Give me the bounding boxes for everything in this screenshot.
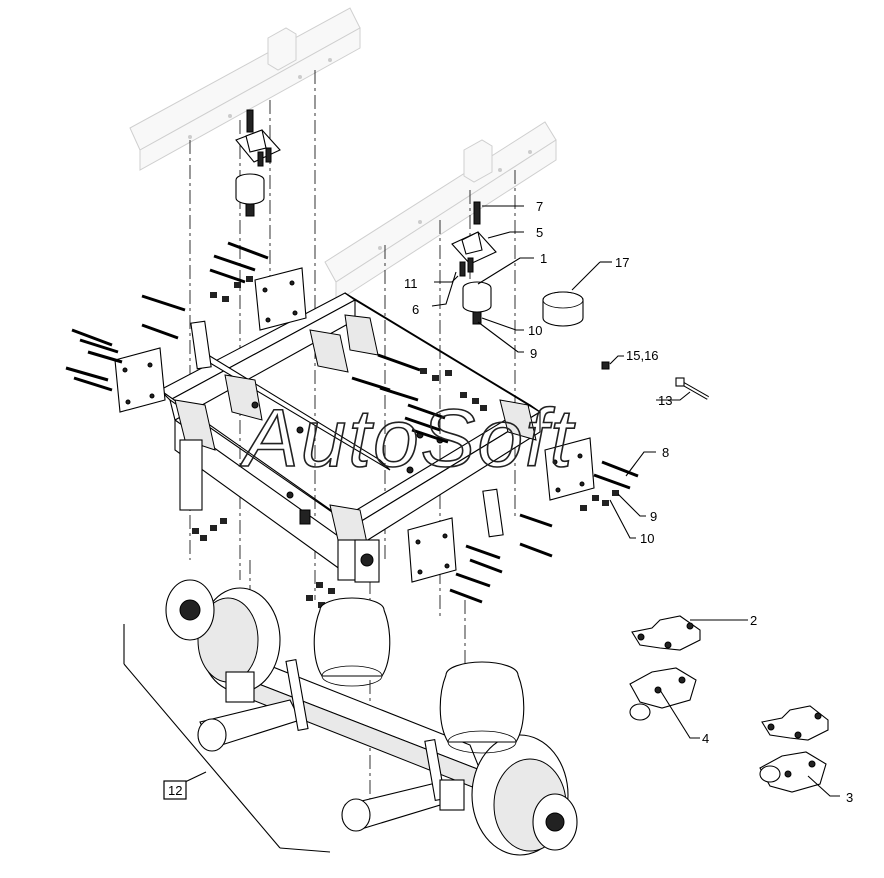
callout-17: 17 [615,255,629,270]
callout-labels: 7 5 1 17 11 6 10 9 15,16 13 8 9 10 2 4 3 [404,199,853,805]
side-plate-front [407,517,457,583]
bolt-set-left [65,241,269,392]
callout-10-upper: 10 [528,323,542,338]
reference-12-bracket [123,624,331,853]
callout-8: 8 [662,445,669,460]
callout-1: 1 [540,251,547,266]
leader-lines [431,205,840,797]
callout-3: 3 [846,790,853,805]
axle-assembly [165,579,578,856]
chassis-rail-rear [129,7,361,171]
upper-mount-rear [235,109,281,217]
rubber-block-17 [542,291,584,327]
strap-right [482,488,504,538]
nut-15-16 [601,361,610,370]
callout-5: 5 [536,225,543,240]
side-plate-rear [254,267,307,331]
bolt-13 [675,377,709,400]
bracket-4 [629,667,697,721]
chassis-rail-front [324,121,557,303]
callout-10-lower: 10 [640,531,654,546]
watermark-text: AutoSoft [239,393,576,484]
callout-9-lower: 9 [650,509,657,524]
callout-9-upper: 9 [530,346,537,361]
callout-2: 2 [750,613,757,628]
callout-11: 11 [404,276,418,291]
bolt-set-right [449,460,639,604]
side-plate-left [114,347,166,413]
callout-6: 6 [412,302,419,317]
bolt-set-middle [351,353,449,444]
nuts-left [192,276,253,541]
plate-3-top [761,705,829,741]
bracket-3 [759,751,827,793]
nuts-middle [420,368,487,411]
side-plate-right [544,437,595,501]
boxed-reference-12: 12 [163,780,187,800]
plate-2 [631,615,701,651]
callout-15-16: 15,16 [626,348,659,363]
callout-7: 7 [536,199,543,214]
subframe [159,292,542,583]
boxed-reference-label: 12 [168,783,182,798]
callout-4: 4 [702,731,709,746]
upper-mount-front [451,201,497,325]
strap-left [190,320,212,370]
callout-13: 13 [658,393,672,408]
nuts-right [306,490,619,608]
